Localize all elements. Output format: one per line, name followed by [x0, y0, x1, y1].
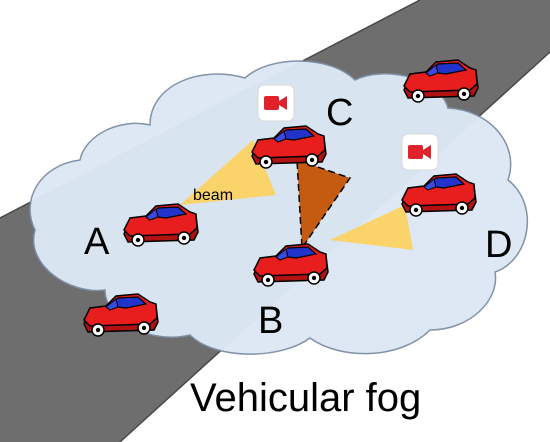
diagram-caption: Vehicular fog	[190, 376, 422, 420]
node-label-d: D	[485, 224, 513, 266]
node-label-a: A	[84, 221, 110, 263]
video-camera-icon	[257, 84, 295, 122]
video-camera-icon	[401, 133, 439, 171]
node-label-c: C	[326, 92, 354, 134]
beam-cone-b-to-c	[296, 158, 352, 251]
node-label-b: B	[258, 300, 284, 342]
fog-cloud	[29, 60, 529, 355]
beam-label: beam	[193, 187, 234, 204]
beam-cone-d-to-b	[330, 205, 413, 250]
